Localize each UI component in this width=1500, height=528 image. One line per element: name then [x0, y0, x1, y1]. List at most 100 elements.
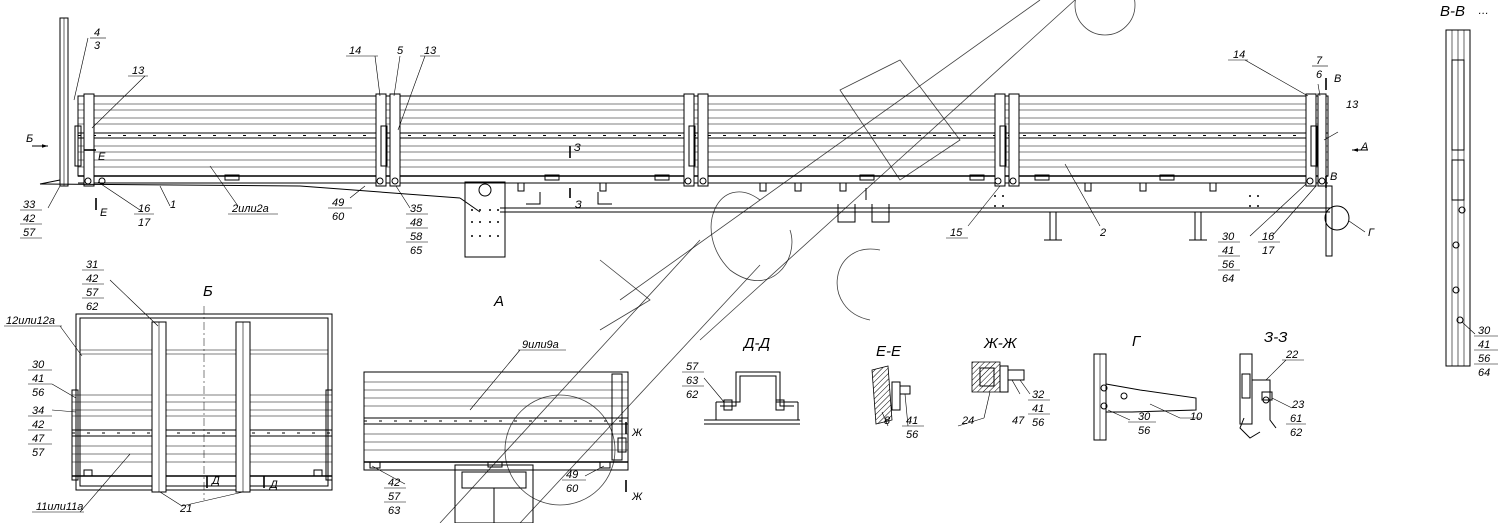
- callout-2-or-2a: 2или2а: [231, 203, 269, 215]
- callout-3: 3: [94, 40, 101, 52]
- callout-64: 64: [1222, 273, 1234, 285]
- view-vv-scale: …: [1478, 5, 1489, 17]
- view-vv-title: В-В: [1440, 3, 1465, 20]
- b-callout-42: 42: [86, 273, 98, 285]
- stake-posts: [74, 93, 1327, 187]
- view-b-title: Б: [203, 283, 213, 300]
- callout-48: 48: [410, 217, 423, 229]
- callout-56: 56: [1222, 259, 1235, 271]
- b-callout-41: 41: [32, 373, 44, 385]
- section-zz: З-З 22 23 61 62: [1239, 329, 1306, 439]
- detail-G-mark: Г: [1368, 227, 1375, 239]
- callout-7: 7: [1316, 55, 1323, 67]
- section-dd: Д-Д 57 63 62: [682, 335, 800, 425]
- b-callout-42b: 42: [32, 419, 44, 431]
- zhzh-callout-41: 41: [1032, 403, 1044, 415]
- g-callout-56: 56: [1138, 425, 1151, 437]
- callout-2: 2: [1099, 227, 1106, 239]
- callout-1: 1: [170, 199, 176, 211]
- section-Z-mark-bottom: З: [575, 199, 582, 211]
- callout-13c: 13: [1346, 99, 1359, 111]
- section-dd-title: Д-Д: [742, 335, 771, 352]
- callout-5: 5: [397, 45, 404, 57]
- callout-33: 33: [23, 199, 36, 211]
- callout-60: 60: [332, 211, 345, 223]
- dd-callout-62: 62: [686, 389, 698, 401]
- zz-callout-22: 22: [1285, 349, 1298, 361]
- hinges: [84, 174, 1326, 185]
- callout-58: 58: [410, 231, 423, 243]
- vv-callout-64: 64: [1478, 367, 1490, 379]
- section-marks: [32, 78, 1368, 210]
- section-ee: Е-Е 8 41 56: [871, 343, 924, 441]
- view-a-title: А: [493, 293, 504, 310]
- vv-callout-41: 41: [1478, 339, 1490, 351]
- leader-lines: [47, 37, 1339, 237]
- ee-callout-56: 56: [906, 429, 919, 441]
- section-Z-mark: З: [574, 142, 581, 154]
- section-V-mark-bottom: В: [1330, 171, 1337, 183]
- section-V-mark-top: В: [1334, 73, 1341, 85]
- zhzh-callout-47: 47: [1012, 415, 1025, 427]
- ee-callout-41: 41: [906, 415, 918, 427]
- callout-57: 57: [23, 227, 36, 239]
- vv-callout-30: 30: [1478, 325, 1491, 337]
- section-B-mark: Б: [26, 133, 33, 145]
- main-view: 4 3 13 14 5 13 14 7 6 13 Б Е З А В В 33 …: [20, 17, 1375, 285]
- section-zhzh: Ж-Ж 32 41 56 24 47: [957, 335, 1050, 429]
- callout-16b: 16: [1262, 231, 1275, 243]
- dd-callout-63: 63: [686, 375, 699, 387]
- chassis-frame: [39, 179, 1366, 258]
- a-callout-42: 42: [388, 477, 400, 489]
- a-callout-9: 9или9а: [522, 339, 559, 351]
- b-callout-12: 12или12а: [6, 315, 55, 327]
- view-b: Б: [4, 259, 333, 515]
- b-section-D2: Д: [268, 479, 278, 491]
- ee-callout-8: 8: [884, 415, 891, 427]
- dd-callout-57: 57: [686, 361, 699, 373]
- callout-4: 4: [94, 27, 100, 39]
- section-ee-title: Е-Е: [876, 343, 902, 360]
- callout-65: 65: [410, 245, 423, 257]
- callout-17b: 17: [1262, 245, 1275, 257]
- b-callout-62: 62: [86, 301, 98, 313]
- zhzh-callout-56: 56: [1032, 417, 1045, 429]
- callout-14b: 14: [1233, 49, 1245, 61]
- section-zz-title: З-З: [1264, 329, 1287, 346]
- view-vv: В-В … 30 41 56 64: [1440, 3, 1498, 379]
- callout-14: 14: [349, 45, 361, 57]
- callout-42: 42: [23, 213, 35, 225]
- callout-49: 49: [332, 197, 344, 209]
- watermark: [439, 0, 1136, 524]
- callout-17: 17: [138, 217, 151, 229]
- section-A-mark: А: [1360, 141, 1368, 153]
- zhzh-callout-32: 32: [1032, 389, 1044, 401]
- b-callout-56: 56: [32, 387, 45, 399]
- a-callout-57: 57: [388, 491, 401, 503]
- b-callout-21: 21: [179, 503, 192, 515]
- g-callout-30: 30: [1138, 411, 1151, 423]
- a-section-Zh1: Ж: [631, 427, 643, 439]
- vv-callout-56: 56: [1478, 353, 1491, 365]
- b-callout-11: 11или11а: [36, 501, 83, 513]
- callout-16: 16: [138, 203, 151, 215]
- zz-callout-23: 23: [1291, 399, 1305, 411]
- zz-callout-62: 62: [1290, 427, 1302, 439]
- b-callout-57b: 57: [32, 447, 45, 459]
- detail-g: Г 30 56 10: [1093, 333, 1203, 441]
- b-callout-31: 31: [86, 259, 98, 271]
- view-a: А 9или9а 42 57 63 4: [363, 293, 643, 524]
- main-view-labels: 4 3 13 14 5 13 14 7 6 13 Б Е З А В В 33 …: [20, 27, 1375, 285]
- callout-35: 35: [410, 203, 423, 215]
- zz-callout-61: 61: [1290, 413, 1302, 425]
- section-E-mark-bottom: Е: [100, 207, 108, 219]
- b-callout-47: 47: [32, 433, 45, 445]
- section-E-mark: Е: [98, 151, 106, 163]
- a-callout-63: 63: [388, 505, 401, 517]
- callout-13b: 13: [424, 45, 437, 57]
- callout-41: 41: [1222, 245, 1234, 257]
- zhzh-callout-24: 24: [961, 415, 974, 427]
- callout-15: 15: [950, 227, 963, 239]
